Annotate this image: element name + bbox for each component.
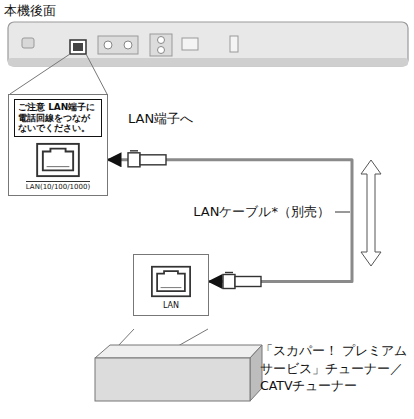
caution-label: ご注意 LAN端子に電話回線をつながないでください。 bbox=[14, 99, 102, 137]
device-base bbox=[8, 58, 408, 66]
lan-port-icon bbox=[150, 265, 192, 298]
leader-line bbox=[178, 329, 208, 346]
tuner-front bbox=[95, 358, 250, 401]
cable-label: LANケーブル*（別売） bbox=[191, 203, 332, 221]
port-frame bbox=[152, 267, 190, 297]
port-callout: ご注意 LAN端子に電話回線をつながないでください。 LAN(10/100/100… bbox=[8, 94, 108, 196]
plug-head bbox=[128, 153, 140, 167]
port-socket bbox=[157, 271, 185, 291]
lan-plug bbox=[128, 151, 166, 167]
port-socket bbox=[43, 148, 73, 170]
label-leader bbox=[335, 212, 350, 213]
port-contacts bbox=[47, 166, 70, 167]
device-body bbox=[8, 22, 408, 66]
leader-line bbox=[86, 54, 107, 94]
jack bbox=[104, 41, 112, 49]
port-name: LAN bbox=[163, 301, 179, 310]
plug-head bbox=[223, 275, 235, 289]
plug-tab bbox=[225, 272, 233, 273]
plug-tab bbox=[130, 150, 138, 151]
leader-line bbox=[118, 329, 134, 346]
plug-body bbox=[140, 155, 166, 165]
lan-port-inner bbox=[73, 43, 83, 51]
hdmi-port bbox=[182, 38, 198, 50]
tuner-top bbox=[95, 345, 262, 358]
port-spec: LAN(10/100/1000) bbox=[26, 181, 90, 191]
usb-port bbox=[230, 36, 238, 52]
jack bbox=[158, 47, 165, 54]
jack-panel bbox=[98, 36, 138, 54]
port-frame bbox=[37, 144, 79, 176]
jack bbox=[124, 41, 132, 49]
port-contacts bbox=[161, 287, 182, 288]
section-title: 本機後面 bbox=[4, 2, 56, 20]
jack bbox=[158, 37, 165, 44]
tuner-device: 「スカパー！ プレミアム サービス」チューナー／ CATVチューナー bbox=[92, 340, 412, 412]
lan-plug bbox=[223, 273, 261, 289]
leader-line bbox=[10, 54, 70, 94]
lan-port bbox=[70, 40, 86, 54]
port-label: LAN端子へ bbox=[128, 110, 193, 128]
plug-body bbox=[235, 277, 261, 287]
movement-arrow bbox=[361, 160, 381, 266]
port-callout: LAN bbox=[133, 254, 209, 316]
tuner-box-shape bbox=[92, 340, 268, 410]
lan-port-icon bbox=[35, 142, 81, 178]
power-inlet bbox=[22, 38, 34, 48]
tuner-name: 「スカパー！ プレミアム サービス」チューナー／ CATVチューナー bbox=[260, 342, 408, 395]
antenna-panel bbox=[150, 34, 172, 56]
